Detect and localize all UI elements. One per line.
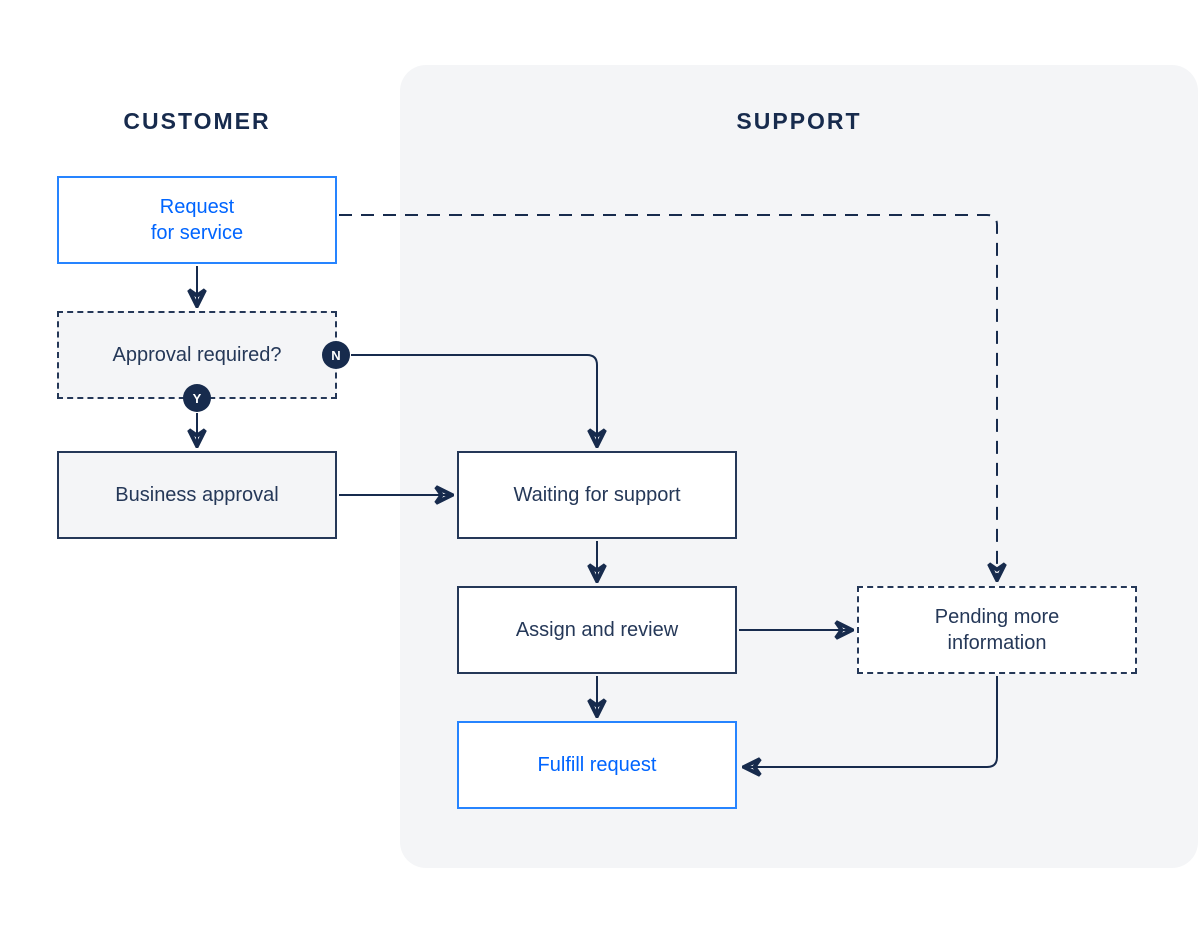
branch-badge-yes: Y [183,384,211,412]
node-assign-and-review: Assign and review [457,586,737,674]
branch-badge-no-label: N [331,347,341,363]
node-business-approval: Business approval [57,451,337,539]
lane-header-support: SUPPORT [736,108,862,134]
node-fulfill-request: Fulfill request [457,721,737,809]
node-waiting-for-support: Waiting for support [457,451,737,539]
node-pending-more-information: Pending more information [857,586,1137,674]
lane-header-customer: CUSTOMER [123,108,271,134]
branch-badge-no: N [322,341,350,369]
node-request-for-service: Request for service [57,176,337,264]
branch-badge-yes-label: Y [192,390,202,406]
